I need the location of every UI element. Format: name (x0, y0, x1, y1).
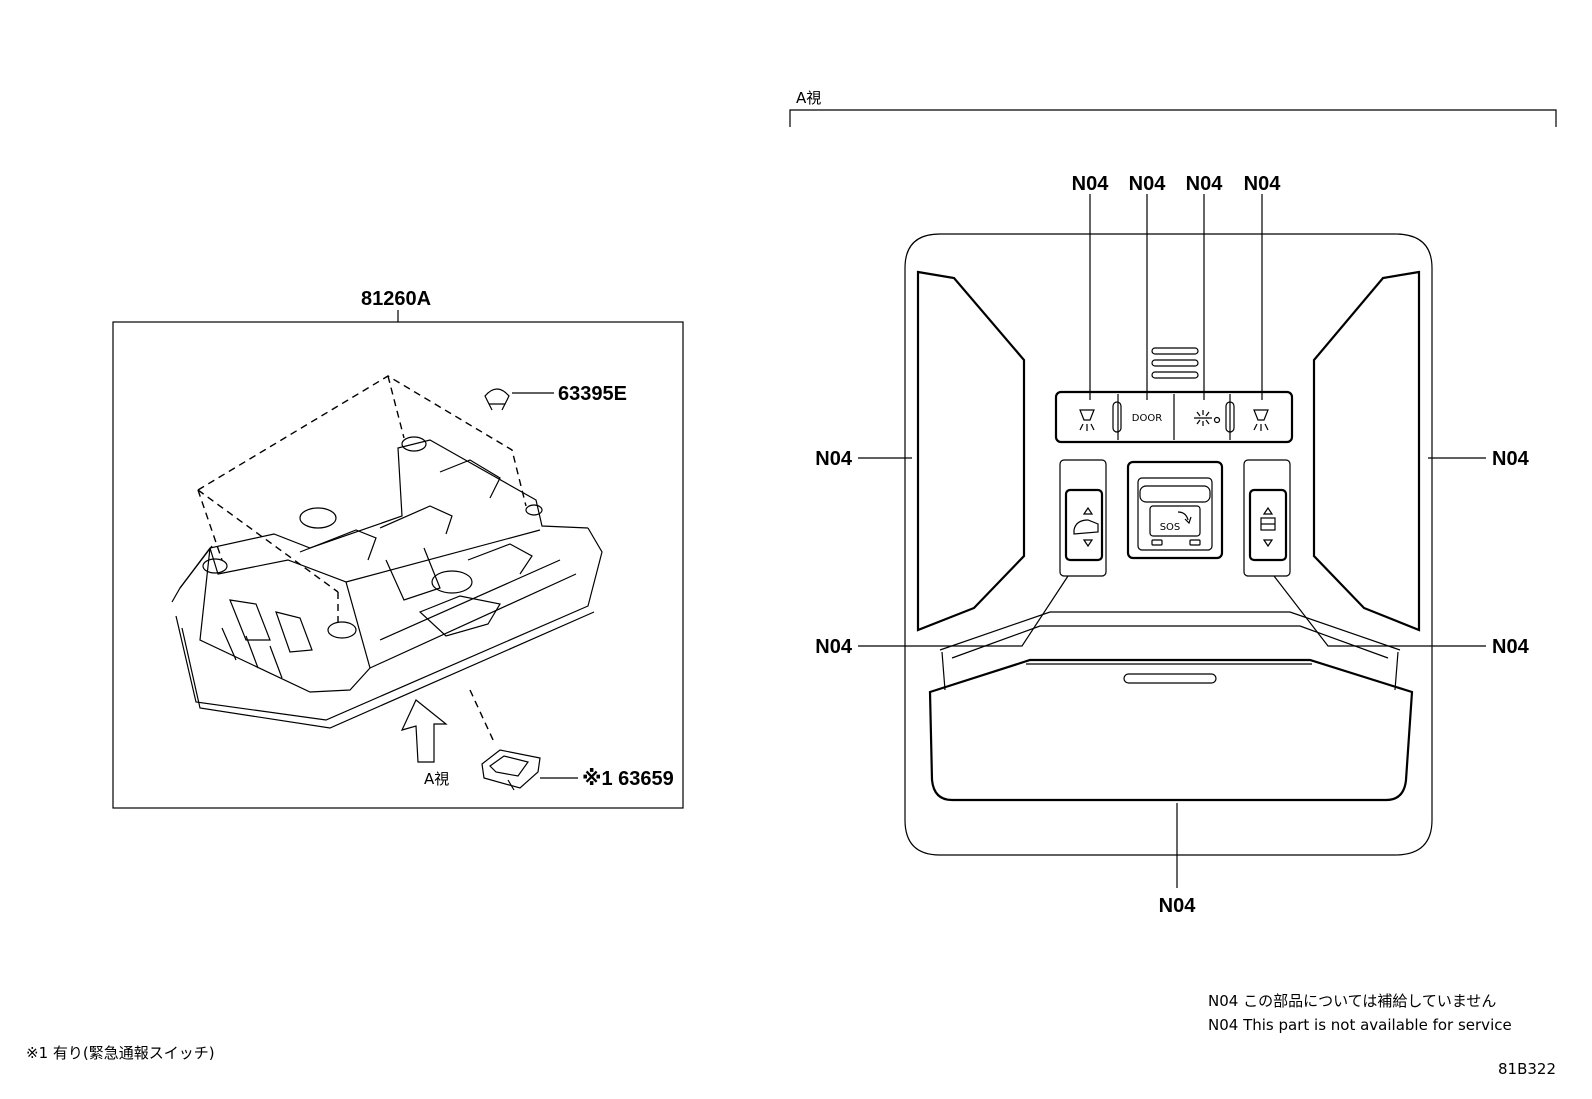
sunshade-switch (1243, 459, 1291, 577)
callout-n04-8: N04 (1492, 636, 1530, 658)
callout-n04-5: N04 (815, 448, 853, 470)
callout-leaders (858, 194, 1486, 888)
sos-switch: SOS (1126, 460, 1224, 560)
room-lamp-icon (1194, 410, 1221, 426)
view-arrow-label: A視 (424, 770, 449, 788)
legend-jp: N04 この部品については補給していません (1208, 992, 1496, 1010)
view-a: A視 (789, 89, 1557, 917)
console-front (904, 233, 1433, 856)
dashed-guide-lines (197, 375, 527, 743)
callout-n04-9: N04 (1159, 895, 1197, 917)
drawing-id: 81B322 (1498, 1060, 1556, 1078)
left-assembly: 81260A (112, 288, 684, 809)
console-housing (171, 436, 603, 729)
door-switch-text: DOOR (1132, 413, 1162, 424)
map-lamp-right-icon (1253, 409, 1269, 431)
map-lamp-left-icon (1079, 409, 1095, 431)
main-part-label: 81260A (361, 288, 431, 310)
footnote: ※1 有り(緊急通報スイッチ) (26, 1044, 215, 1062)
switch-row: DOOR (1054, 390, 1294, 444)
callout-n04-3: N04 (1186, 173, 1224, 195)
bracket-part: ※1 63659 (481, 749, 674, 791)
plug-part-label: 63395E (558, 383, 627, 405)
bracket-part-label: ※1 63659 (582, 768, 674, 790)
callout-n04-2: N04 (1129, 173, 1167, 195)
view-a-bracket (789, 109, 1557, 127)
view-a-arrow: A視 (400, 699, 449, 788)
sunroof-switch (1059, 459, 1107, 577)
legend-en: N04 This part is not available for servi… (1208, 1016, 1512, 1034)
callout-labels: N04 N04 N04 N04 N04 N04 N04 N04 N04 (815, 173, 1529, 917)
callout-n04-1: N04 (1072, 173, 1110, 195)
callout-n04-4: N04 (1244, 173, 1282, 195)
callout-n04-7: N04 (815, 636, 853, 658)
callout-n04-6: N04 (1492, 448, 1530, 470)
plug-part: 63395E (484, 383, 627, 411)
view-a-title: A視 (796, 89, 821, 107)
sos-text: SOS (1160, 522, 1181, 533)
